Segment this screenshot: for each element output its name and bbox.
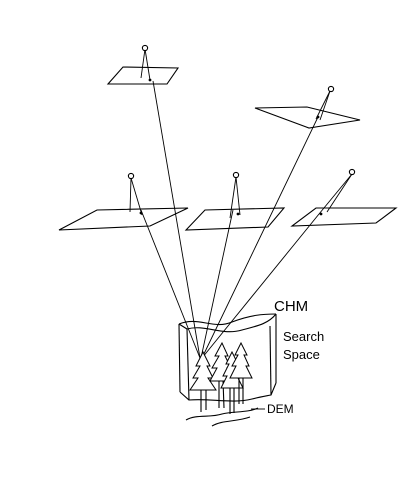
search-space-label-line1: Search xyxy=(283,329,324,344)
camera-middle xyxy=(184,171,286,231)
tree-1 xyxy=(189,350,217,412)
search-space-box xyxy=(178,313,277,402)
ray-left-camera xyxy=(140,209,201,359)
image-plane-middle xyxy=(184,207,286,231)
ray-middle-camera xyxy=(200,209,234,359)
ray-right-top-camera xyxy=(201,116,319,359)
search-space-label-line2: Space xyxy=(283,347,320,362)
image-plane-top xyxy=(106,66,180,85)
camera-center-left xyxy=(127,172,135,180)
camera-right xyxy=(290,168,398,227)
camera-center-right xyxy=(348,168,356,176)
chm-surface-front xyxy=(178,313,277,333)
ground-line xyxy=(185,407,259,421)
chm-surface-back xyxy=(178,313,277,326)
camera-center-top xyxy=(141,44,149,52)
camera-center-right-top xyxy=(327,85,335,93)
dem-surface xyxy=(179,382,277,402)
camera-center-middle xyxy=(232,171,240,179)
ray-right-camera xyxy=(201,213,320,359)
ray-top-camera xyxy=(152,80,201,359)
dem-label: DEM xyxy=(267,402,294,416)
image-plane-right-top xyxy=(254,106,361,129)
camera-right-top xyxy=(254,85,361,129)
camera-left xyxy=(58,172,189,231)
tree-4 xyxy=(229,341,253,404)
image-plane-left xyxy=(58,207,189,231)
chm-label: CHM xyxy=(274,298,308,315)
image-plane-right xyxy=(290,207,398,227)
rays xyxy=(140,80,320,359)
trees xyxy=(185,341,265,427)
camera-top xyxy=(106,44,180,85)
